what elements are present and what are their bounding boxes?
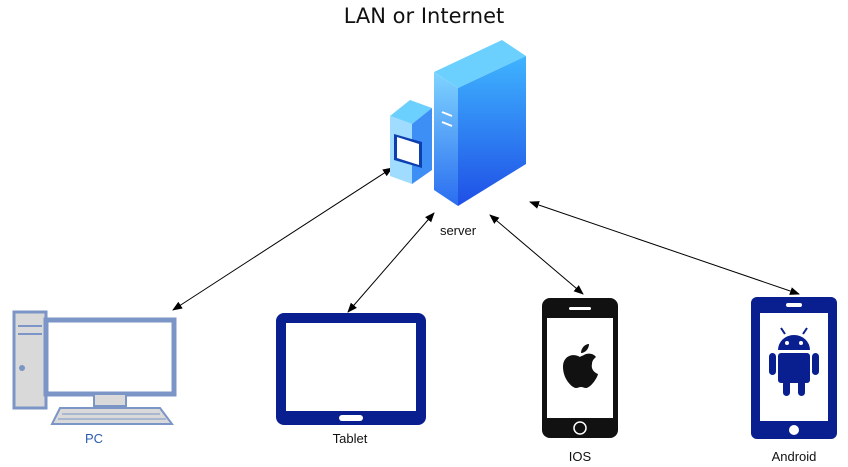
- android-label: Android: [771, 449, 817, 464]
- android-robot-icon: [769, 327, 819, 396]
- server-icon: [390, 40, 526, 206]
- edge-server-android: [529, 201, 800, 295]
- pc-label: PC: [84, 431, 104, 446]
- tablet-label: Tablet: [332, 431, 368, 446]
- iphone-icon: [542, 298, 618, 438]
- diagram-title: LAN or Internet: [343, 4, 505, 28]
- edge-server-pc: [172, 167, 393, 311]
- server-label: server: [439, 223, 477, 238]
- tablet-icon: [276, 313, 426, 425]
- ios-label: IOS: [568, 449, 592, 464]
- desktop-computer-icon: [12, 310, 177, 425]
- apple-logo-icon: [563, 344, 598, 388]
- android-phone-icon: [751, 297, 837, 439]
- edge-server-tablet: [347, 212, 435, 313]
